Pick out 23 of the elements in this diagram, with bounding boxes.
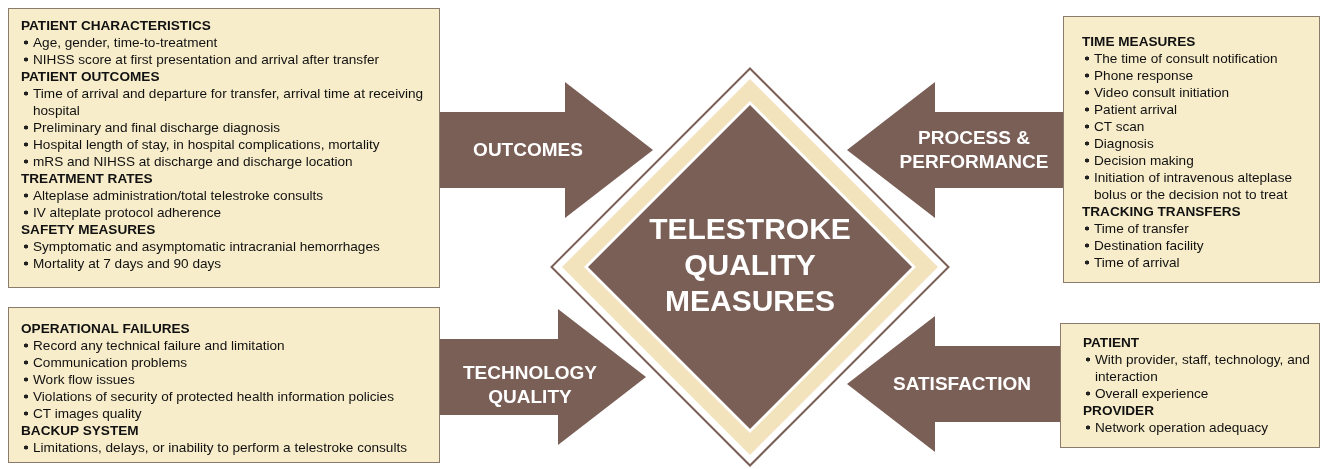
diamond-title: TELESTROKE QUALITY MEASURES (648, 211, 852, 319)
text-panel (1060, 323, 1320, 448)
text-panel (1063, 16, 1320, 283)
section-heading: BACKUP SYSTEM (21, 422, 140, 439)
section-heading: TREATMENT RATES (21, 170, 154, 187)
text-panel (8, 307, 440, 463)
text-panel (8, 8, 440, 288)
block-arrow (440, 309, 646, 445)
block-arrow (440, 82, 653, 218)
edge-label: TECHNOLOGY QUALITY (461, 361, 599, 409)
block-arrow (847, 316, 1060, 452)
edge-label: PROCESS & PERFORMANCE (898, 126, 1050, 174)
section-heading: OPERATIONAL FAILURES (21, 320, 191, 337)
section-heading: PATIENT OUTCOMES (21, 68, 161, 85)
section-heading: PATIENT CHARACTERISTICS (21, 17, 212, 34)
section-heading: TRACKING TRANSFERS (1082, 203, 1242, 220)
edge-label: OUTCOMES (473, 138, 583, 162)
section-heading: PATIENT (1083, 334, 1141, 351)
edge-label: SATISFACTION (893, 372, 1031, 396)
section-heading: TIME MEASURES (1082, 33, 1197, 50)
section-heading: SAFETY MEASURES (21, 221, 157, 238)
section-heading: PROVIDER (1083, 402, 1155, 419)
block-arrow (847, 82, 1063, 218)
